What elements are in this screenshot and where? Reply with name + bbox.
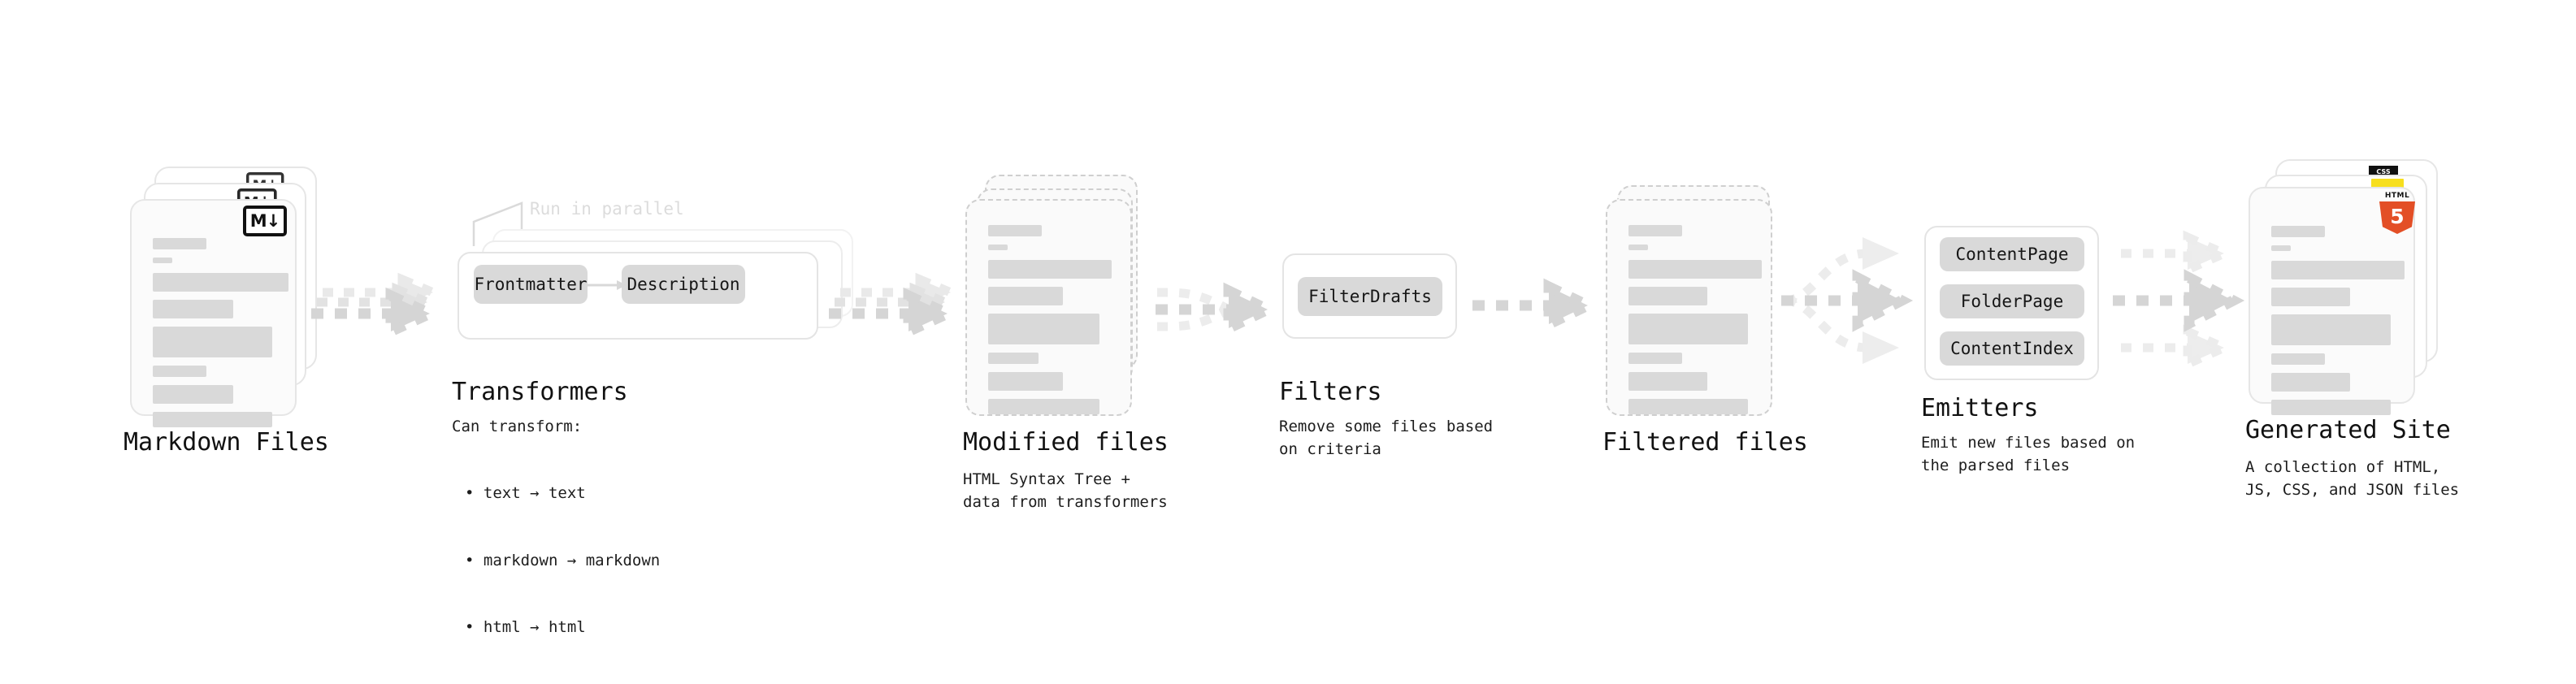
arrow-filters-to-filtered-files <box>1472 278 1601 333</box>
transform-item: • text → text <box>465 484 586 503</box>
content-bar <box>1628 225 1682 236</box>
html5-badge-label: HTML <box>2384 192 2410 200</box>
arrow-transformers-to-modified-files <box>829 272 963 340</box>
content-bar <box>2271 288 2350 306</box>
transform-item: • html → html <box>465 618 586 637</box>
filter-node-filterdrafts[interactable]: FilterDrafts <box>1298 277 1442 316</box>
stage-label-modified-files: Modified files <box>963 428 1169 457</box>
html5-badge: HTML <box>2379 192 2415 234</box>
stage-label-filtered-files: Filtered files <box>1602 428 1808 457</box>
content-bar <box>153 327 272 357</box>
content-bar <box>2271 353 2325 365</box>
arrow-filtered-files-to-emitters <box>1781 237 1914 364</box>
arrow-markdown-to-transformers <box>311 272 445 340</box>
content-bar <box>1628 399 1748 414</box>
arrow-modified-files-to-filters <box>1156 282 1281 337</box>
content-bar <box>988 225 1042 236</box>
stage-generated-site: CSS HTML Generated Site A collection of … <box>0 0 2459 499</box>
content-bar <box>2271 373 2350 392</box>
filters-caption: Remove some files based on criteria <box>1279 418 1494 458</box>
content-bar <box>153 412 272 427</box>
html5-shield-icon <box>2379 201 2415 234</box>
content-bar <box>2271 400 2391 415</box>
content-bar <box>988 245 1008 250</box>
emitter-node-folderpage[interactable]: FolderPage <box>1940 284 2084 318</box>
arrow-emitters-to-generated-site <box>2113 230 2245 371</box>
emitters-caption: Emit new files based on the parsed files <box>1921 434 2136 474</box>
markdown-badge-icon: M↓ <box>243 206 287 236</box>
content-bar <box>1628 260 1762 279</box>
content-bar <box>988 314 1099 344</box>
content-bar <box>988 287 1063 305</box>
content-bar <box>2271 245 2291 251</box>
stage-label-generated-site: Generated Site <box>2245 416 2451 444</box>
emitter-node-contentpage[interactable]: ContentPage <box>1940 237 2084 271</box>
stage-label-filters: Filters <box>1279 378 1382 406</box>
content-bar <box>153 366 206 377</box>
modified-card-content <box>988 225 1112 422</box>
run-in-parallel-bracket <box>472 201 523 246</box>
markdown-card-content <box>153 238 288 435</box>
content-bar <box>153 385 233 404</box>
content-bar <box>153 258 172 263</box>
generated-card-content <box>2271 226 2405 423</box>
content-bar <box>988 372 1063 391</box>
emitter-node-contentindex[interactable]: ContentIndex <box>1940 331 2084 366</box>
content-bar <box>2271 226 2325 237</box>
run-in-parallel-label: Run in parallel <box>530 199 684 219</box>
stage-label-markdown-files: Markdown Files <box>124 428 329 457</box>
content-bar <box>1628 314 1748 344</box>
transformer-node-frontmatter[interactable]: Frontmatter <box>474 265 588 304</box>
content-bar <box>153 300 233 318</box>
content-bar <box>1628 372 1707 391</box>
modified-files-caption: HTML Syntax Tree + data from transformer… <box>963 470 1168 511</box>
filtered-file-card-front <box>1606 199 1772 416</box>
generated-site-caption: A collection of HTML, JS, CSS, and JSON … <box>2245 458 2460 499</box>
content-bar <box>1628 353 1682 364</box>
content-bar <box>988 353 1039 364</box>
content-bar <box>153 273 288 292</box>
transformers-caption-title: Can transform: <box>452 418 583 435</box>
filtered-card-content <box>1628 225 1762 422</box>
content-bar <box>2271 261 2405 279</box>
content-bar <box>2271 314 2391 345</box>
content-bar <box>988 399 1099 414</box>
transformer-node-description[interactable]: Description <box>622 265 745 304</box>
transform-item: • markdown → markdown <box>465 551 661 569</box>
content-bar <box>1628 245 1648 250</box>
stage-label-transformers: Transformers <box>452 378 628 406</box>
content-bar <box>1628 287 1707 305</box>
content-bar <box>153 238 206 249</box>
content-bar <box>988 260 1112 279</box>
transformer-inner-arrow <box>588 280 627 290</box>
stage-label-emitters: Emitters <box>1921 394 2039 422</box>
modified-file-card-front <box>965 199 1132 416</box>
transformers-caption-items: • text → text • markdown → markdown • ht… <box>465 438 660 684</box>
